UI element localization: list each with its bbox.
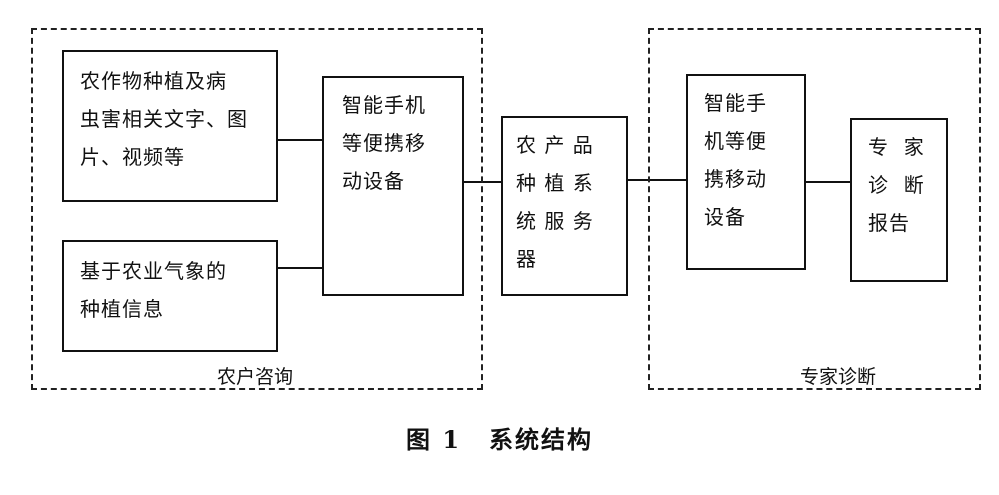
crop-info-node	[62, 50, 278, 202]
mobile-device-left-node	[322, 76, 464, 296]
weather-info-text: 基于农业气象的 种植信息	[80, 259, 227, 321]
server-text: 农 产 品 种 植 系 统 服 务 器	[516, 133, 594, 271]
expert-diagnosis-label: 专家诊断	[800, 366, 877, 388]
figure-number: 图 1	[405, 425, 462, 454]
weather-info-node	[62, 240, 278, 352]
expert-diagnosis-group	[648, 28, 981, 390]
figure-title: 系统结构	[489, 425, 594, 454]
farmer-consultation-label: 农户咨询	[217, 366, 294, 388]
mobile-device-right-node	[686, 74, 806, 270]
crop-info-text: 农作物种植及病 虫害相关文字、图 片、视频等	[80, 69, 248, 169]
server-node	[501, 116, 628, 296]
expert-report-node	[850, 118, 948, 282]
farmer-consultation-group	[31, 28, 483, 390]
mobile-device-left-text: 智能手机 等便携移 动设备	[342, 93, 426, 193]
mobile-device-right-text: 智能手 机等便 携移动 设备	[704, 91, 767, 229]
figure-caption: 图 1 系统结构	[0, 420, 999, 455]
expert-report-text: 专 家 诊 断 报告	[868, 135, 925, 235]
